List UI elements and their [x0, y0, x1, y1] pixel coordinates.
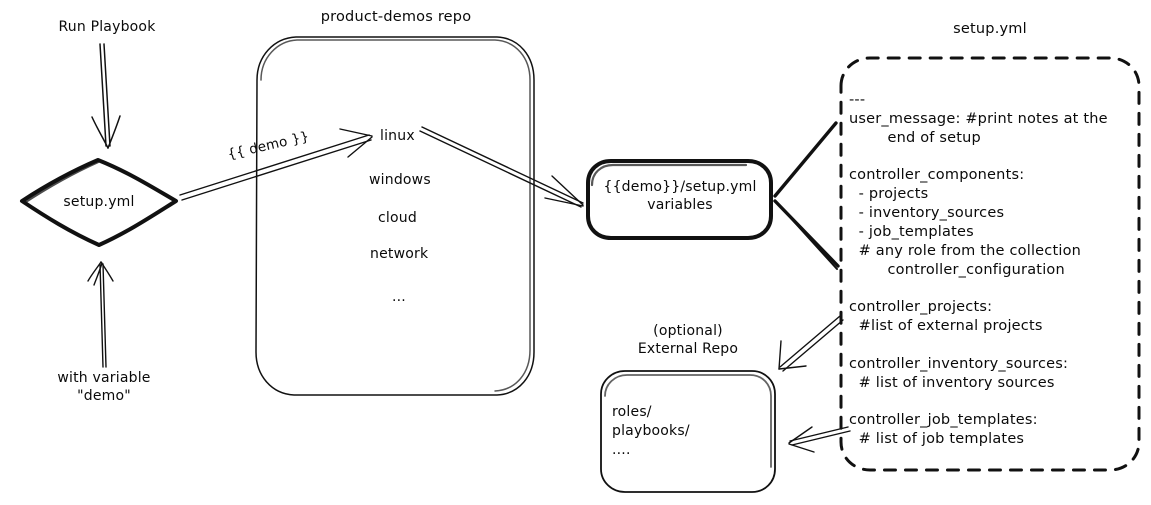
repo-item-cloud: cloud [378, 210, 417, 226]
arrow-projects-to-external-repo [778, 315, 844, 372]
repo-item-network: network [370, 246, 429, 262]
arrow-linux-to-variables [419, 126, 584, 208]
with-variable-label: with variable "demo" [57, 370, 151, 405]
arrow-run-playbook [91, 43, 121, 149]
repo-item-ellipsis: ... [392, 289, 406, 305]
repo-title: product-demos repo [320, 9, 472, 25]
shape-repo-box [255, 36, 535, 396]
shape-setup-diamond [20, 158, 178, 247]
variables-box-label: {{demo}}/setup.yml variables [603, 179, 757, 214]
shape-setupyml-dashed-box [839, 56, 1141, 472]
external-repo-item-playbooks: playbooks/ [612, 423, 690, 439]
connector-setupyml-to-variables [773, 121, 840, 270]
repo-item-windows: windows [369, 172, 431, 188]
shape-external-repo-box [600, 370, 776, 493]
external-repo-title: (optional) External Repo [637, 323, 739, 358]
repo-item-linux: linux [380, 128, 415, 144]
arrow-with-variable [87, 261, 114, 368]
shape-variables-box [586, 159, 773, 240]
arrow-setup-to-linux [179, 128, 373, 201]
external-repo-item-roles: roles/ [612, 404, 652, 420]
arrow-job-templates-to-external-repo [788, 426, 851, 453]
setup-diamond-label: setup.yml [63, 194, 135, 210]
setupyml-box-title: setup.yml [953, 21, 1027, 37]
setupyml-content: --- user_message: #print notes at the en… [849, 92, 1108, 448]
external-repo-item-ellipsis: .... [612, 442, 631, 458]
run-playbook-label: Run Playbook [58, 19, 156, 35]
